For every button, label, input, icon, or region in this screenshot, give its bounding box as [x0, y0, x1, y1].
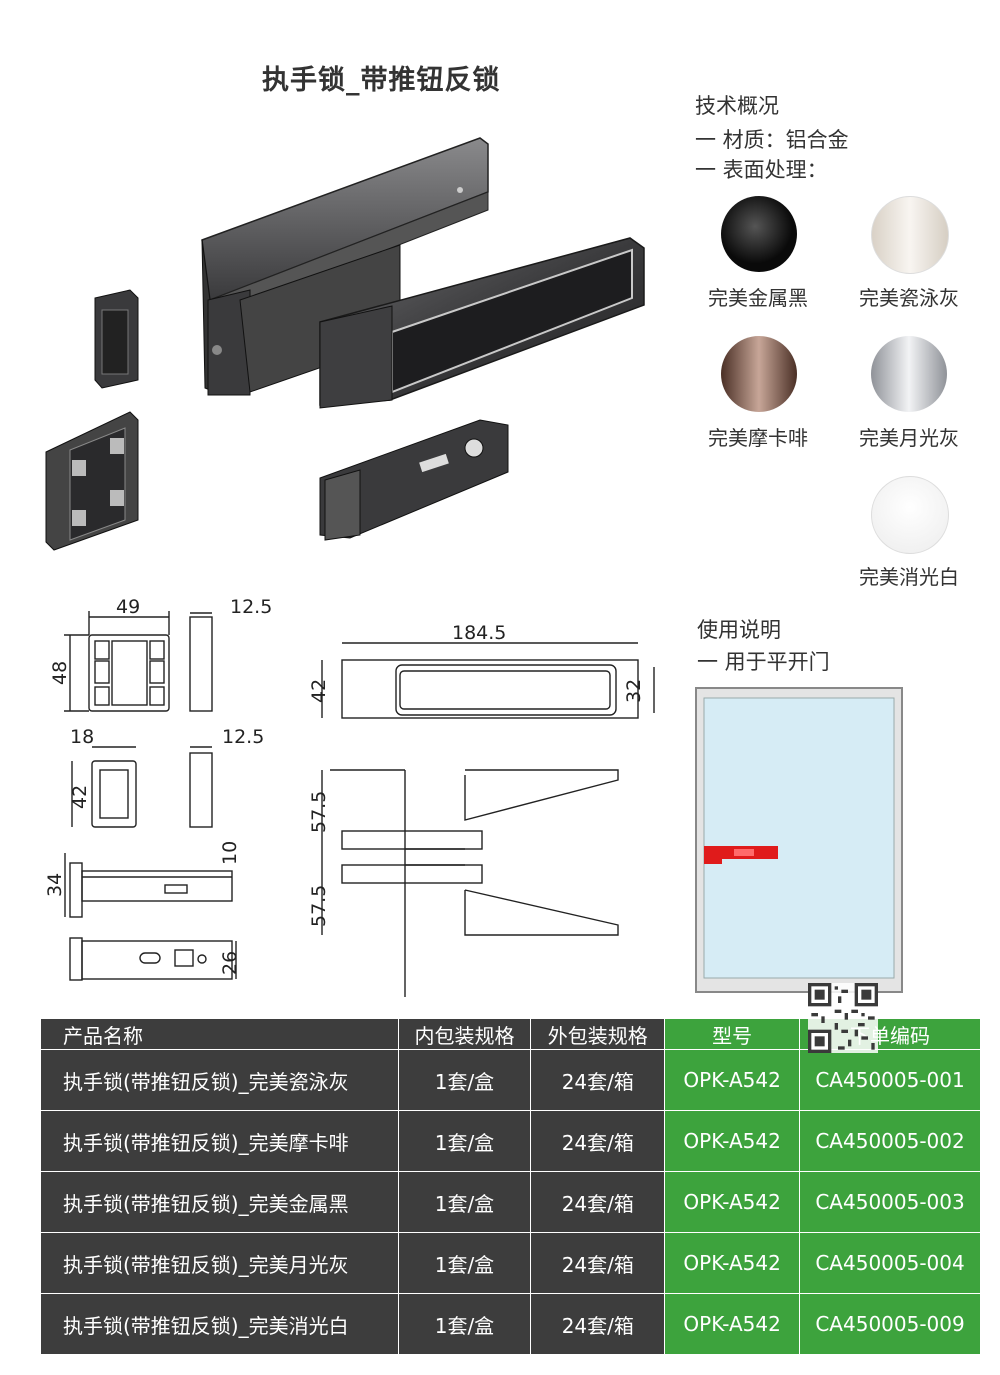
finish-swatch-matte-white	[871, 476, 949, 554]
finish-swatch-black	[721, 196, 797, 272]
cell-inner-pack: 1套/盒	[397, 1232, 532, 1294]
cell-product-name: 执手锁(带推钮反锁)_完美瓷泳灰	[40, 1049, 399, 1111]
finish-label-porcelain-grey: 完美瓷泳灰	[859, 286, 959, 310]
cell-inner-pack: 1套/盒	[397, 1171, 532, 1233]
dim-49: 49	[116, 596, 140, 618]
product-table: 产品名称 内包装规格 外包装规格 型号 下单编码 执手锁(带推钮反锁)_完美瓷泳…	[40, 1018, 981, 1355]
table-row: 执手锁(带推钮反锁)_完美金属黑 1套/盒 24套/箱 OPK-A542 CA4…	[40, 1171, 981, 1233]
finish-label-moonlight-grey: 完美月光灰	[859, 426, 959, 450]
spec-material: 一 材质：铝合金	[695, 128, 849, 152]
finish-swatch-mocha	[721, 336, 797, 412]
usage-heading: 使用说明	[697, 618, 781, 642]
usage-line: 一 用于平开门	[697, 650, 830, 674]
dim-12-5-b: 12.5	[222, 726, 264, 748]
table-row: 执手锁(带推钮反锁)_完美摩卡啡 1套/盒 24套/箱 OPK-A542 CA4…	[40, 1110, 981, 1172]
cell-outer-pack: 24套/箱	[530, 1110, 666, 1172]
cell-outer-pack: 24套/箱	[530, 1171, 666, 1233]
lock-body	[201, 137, 489, 396]
qr-code	[808, 983, 878, 1053]
finish-label-matte-white: 完美消光白	[859, 565, 959, 589]
finish-swatch-moonlight-grey	[871, 336, 947, 412]
cell-order-code: CA450005-009	[799, 1293, 981, 1355]
dim-42-a: 42	[69, 785, 91, 809]
dim-57-5-a: 57.5	[308, 791, 330, 833]
spec-heading: 技术概况	[695, 94, 779, 118]
dim-10: 10	[219, 841, 241, 865]
cell-order-code: CA450005-003	[799, 1171, 981, 1233]
cell-inner-pack: 1套/盒	[397, 1049, 532, 1111]
cell-product-name: 执手锁(带推钮反锁)_完美摩卡啡	[40, 1110, 399, 1172]
dim-57-5-b: 57.5	[308, 885, 330, 927]
cell-outer-pack: 24套/箱	[530, 1293, 666, 1355]
spec-surface: 一 表面处理：	[695, 158, 828, 182]
header-inner-pack: 内包装规格	[397, 1018, 532, 1050]
cell-model: OPK-A542	[664, 1110, 801, 1172]
dim-32: 32	[623, 679, 645, 703]
product-illustration	[45, 137, 645, 551]
cell-product-name: 执手锁(带推钮反锁)_完美月光灰	[40, 1232, 399, 1294]
table-row: 执手锁(带推钮反锁)_完美瓷泳灰 1套/盒 24套/箱 OPK-A542 CA4…	[40, 1049, 981, 1111]
cover-piece	[94, 289, 139, 389]
cell-outer-pack: 24套/箱	[530, 1049, 666, 1111]
cell-product-name: 执手锁(带推钮反锁)_完美消光白	[40, 1293, 399, 1355]
header-model: 型号	[664, 1018, 801, 1050]
cell-outer-pack: 24套/箱	[530, 1232, 666, 1294]
page-title: 执手锁_带推钮反锁	[262, 65, 501, 96]
dim-48: 48	[49, 661, 71, 685]
cell-order-code: CA450005-004	[799, 1232, 981, 1294]
finish-label-mocha: 完美摩卡啡	[708, 426, 808, 450]
cell-model: OPK-A542	[664, 1232, 801, 1294]
table-row: 执手锁(带推钮反锁)_完美消光白 1套/盒 24套/箱 OPK-A542 CA4…	[40, 1293, 981, 1355]
cell-product-name: 执手锁(带推钮反锁)_完美金属黑	[40, 1171, 399, 1233]
dim-12-5-a: 12.5	[230, 596, 272, 618]
finish-swatch-porcelain-grey	[871, 196, 949, 274]
cell-inner-pack: 1套/盒	[397, 1293, 532, 1355]
dim-26: 26	[219, 951, 241, 975]
cell-order-code: CA450005-002	[799, 1110, 981, 1172]
cell-model: OPK-A542	[664, 1293, 801, 1355]
cell-model: OPK-A542	[664, 1049, 801, 1111]
door-diagram	[695, 687, 903, 993]
header-product-name: 产品名称	[40, 1018, 399, 1050]
cell-order-code: CA450005-001	[799, 1049, 981, 1111]
table-row: 执手锁(带推钮反锁)_完美月光灰 1套/盒 24套/箱 OPK-A542 CA4…	[40, 1232, 981, 1294]
square-rose	[45, 411, 139, 551]
cell-model: OPK-A542	[664, 1171, 801, 1233]
header-outer-pack: 外包装规格	[530, 1018, 666, 1050]
dim-34: 34	[44, 873, 66, 897]
dim-184-5: 184.5	[452, 622, 506, 644]
cell-inner-pack: 1套/盒	[397, 1110, 532, 1172]
latch-mechanism	[319, 419, 509, 541]
lever-handle	[319, 237, 645, 409]
technical-drawings: 49 12.5 48 18 12.5 42 10 34 26 184.5 42 …	[44, 596, 655, 997]
finish-label-black: 完美金属黑	[708, 286, 808, 310]
dim-18: 18	[70, 726, 94, 748]
dim-42-b: 42	[308, 679, 330, 703]
